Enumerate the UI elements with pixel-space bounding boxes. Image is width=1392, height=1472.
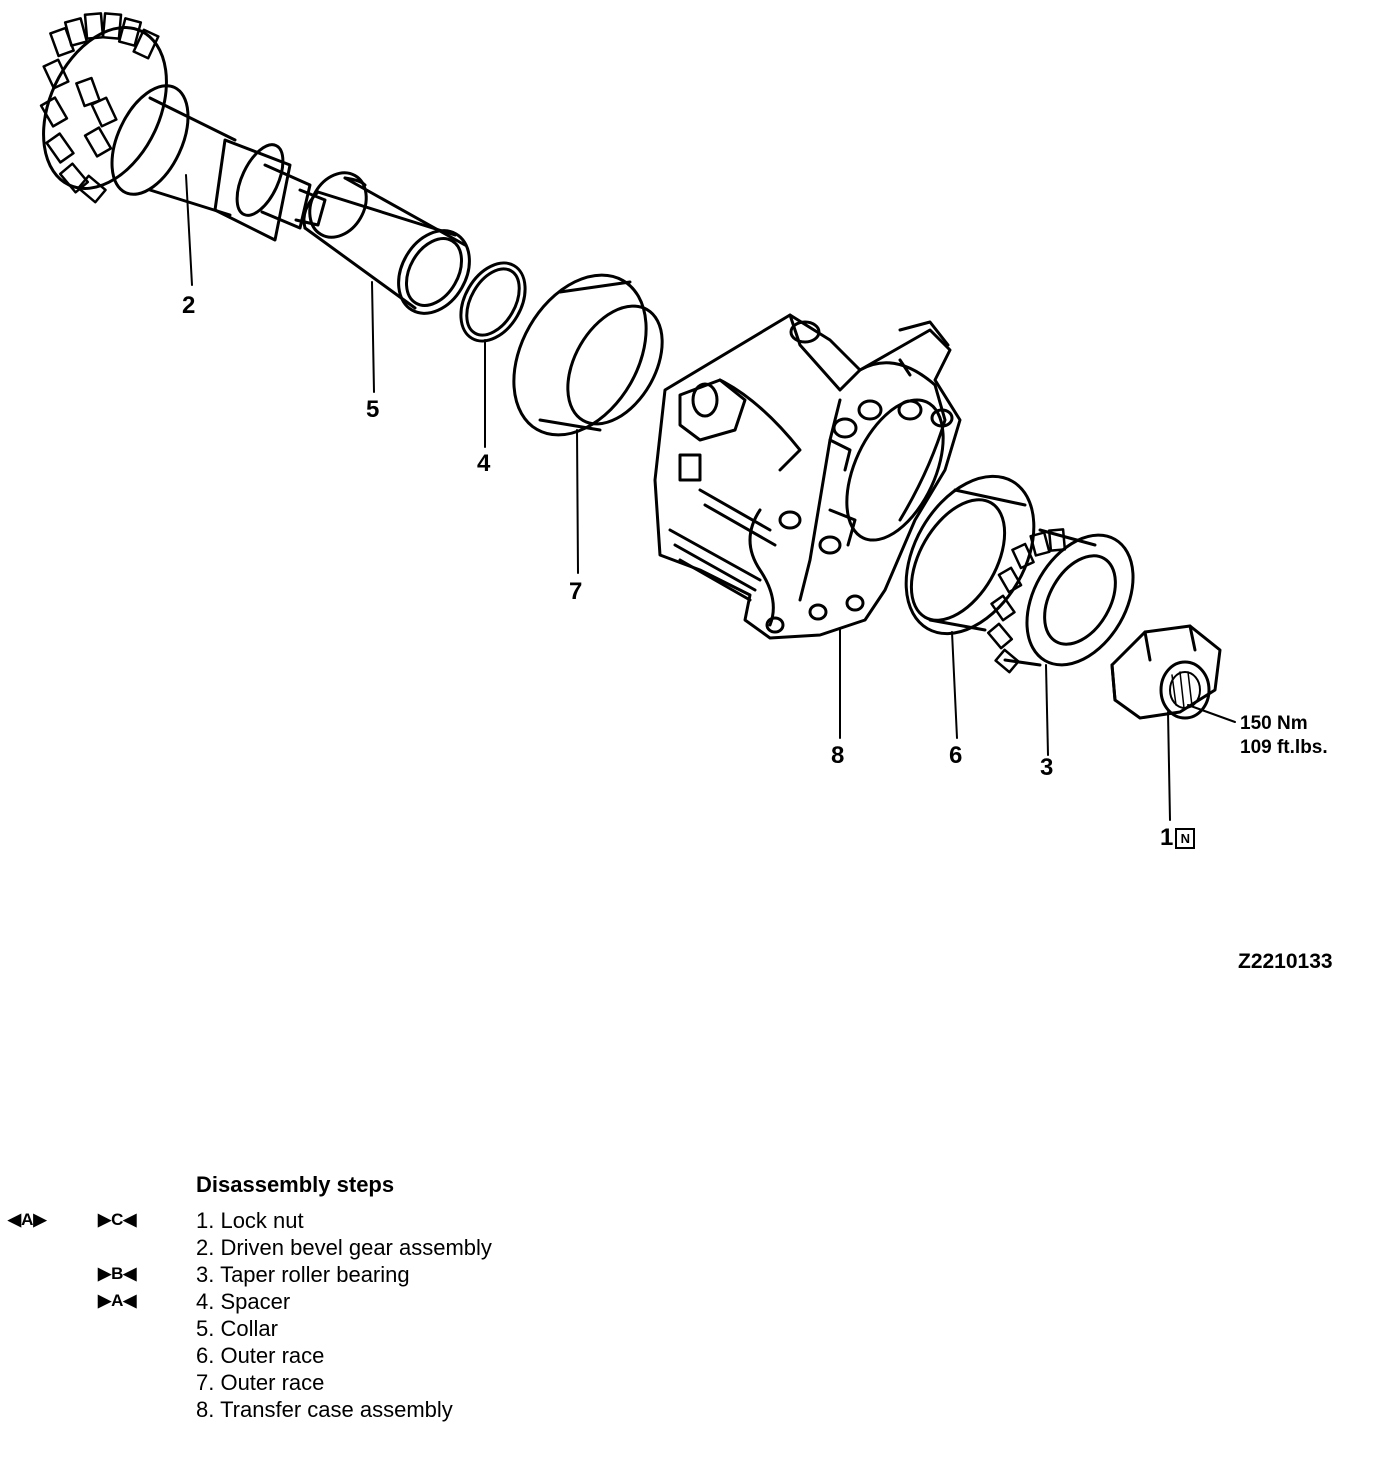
step-text: 4. Spacer (196, 1289, 291, 1314)
step-text: 8. Transfer case assembly (196, 1397, 453, 1422)
lock-nut-part (1110, 624, 1236, 821)
torque-spec: 150 Nm 109 ft.lbs. (1240, 712, 1328, 760)
outer-race-6-part (904, 474, 1036, 739)
step-row: ◀A▶ ▶C◀ 1. Lock nut (0, 1208, 700, 1235)
callout-3: 3 (1040, 754, 1054, 781)
step-text: 7. Outer race (196, 1370, 325, 1395)
step-row: 5. Collar (0, 1316, 700, 1343)
step-row: 6. Outer race (0, 1343, 700, 1370)
steps-title: Disassembly steps (196, 1172, 395, 1197)
exploded-parts-diagram (39, 12, 1236, 821)
figure-id: Z2210133 (1238, 950, 1333, 973)
step-row: 2. Driven bevel gear assembly (0, 1235, 700, 1262)
callout-1-number: 1 (1160, 824, 1174, 851)
driven-bevel-gear-part (39, 12, 327, 286)
step-text: 5. Collar (196, 1316, 278, 1341)
step-mark-a: ◀A▶ (8, 1210, 47, 1229)
step-text: 2. Driven bevel gear assembly (196, 1235, 492, 1260)
disassembly-steps-list: ◀A▶ ▶C◀ 1. Lock nut 2. Driven bevel gear… (0, 1208, 700, 1424)
step-row: ▶B◀ 3. Taper roller bearing (0, 1262, 700, 1289)
torque-metric: 150 Nm (1240, 713, 1308, 734)
callout-7: 7 (569, 578, 583, 605)
step-mark-b: ▶B◀ (98, 1264, 137, 1283)
transfer-case-part (653, 313, 962, 739)
torque-imperial: 109 ft.lbs. (1240, 737, 1328, 758)
non-reusable-badge: N (1175, 828, 1196, 849)
step-text: 6. Outer race (196, 1343, 325, 1368)
callout-2: 2 (182, 292, 196, 319)
step-text: 3. Taper roller bearing (196, 1262, 410, 1287)
spacer-part (459, 261, 527, 448)
step-text: 1. Lock nut (196, 1208, 304, 1233)
step-row: 7. Outer race (0, 1370, 700, 1397)
callout-8: 8 (831, 742, 845, 769)
taper-roller-bearing-part (986, 528, 1135, 756)
callout-5: 5 (366, 396, 380, 423)
step-mark-b: ▶A◀ (98, 1291, 137, 1310)
outer-race-7-part (512, 273, 664, 574)
callout-4: 4 (477, 450, 491, 477)
step-mark-b: ▶C◀ (98, 1210, 137, 1229)
step-row: 8. Transfer case assembly (0, 1397, 700, 1424)
collar-part (302, 171, 471, 393)
callout-6: 6 (949, 742, 963, 769)
step-row: ▶A◀ 4. Spacer (0, 1289, 700, 1316)
